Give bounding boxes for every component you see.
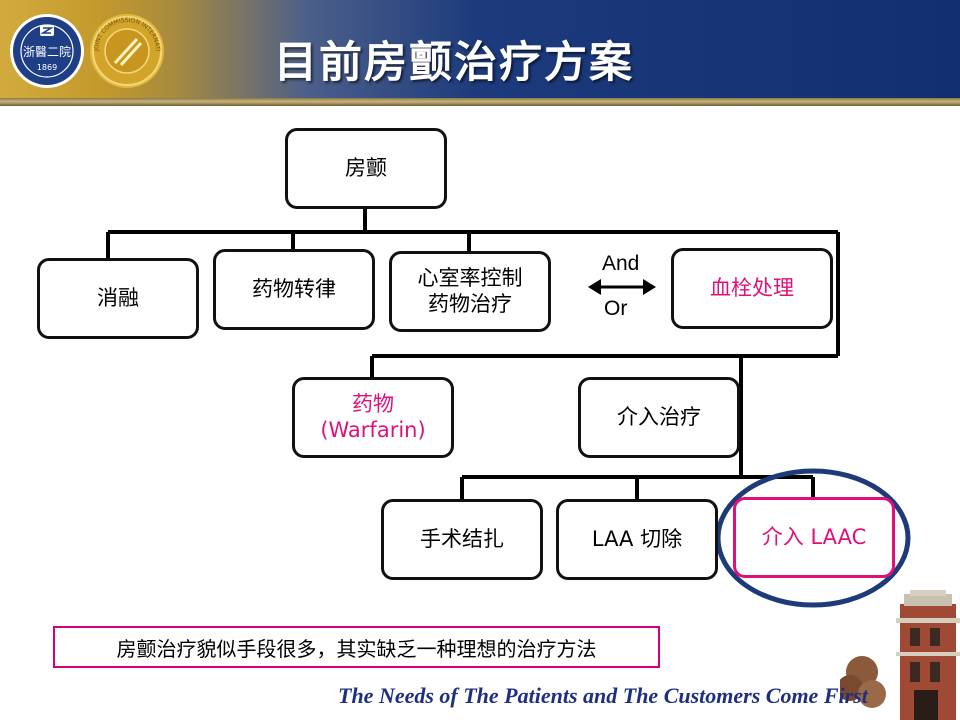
node-laac: 介入 LAAC xyxy=(733,497,895,578)
node-label-line1: 心室率控制 xyxy=(417,266,523,291)
page-title: 目前房颤治疗方案 xyxy=(274,38,634,88)
node-label: 消融 xyxy=(97,285,139,310)
node-label: 介入治疗 xyxy=(617,404,701,429)
or-label: Or xyxy=(604,297,628,320)
node-label: 手术结扎 xyxy=(420,526,504,551)
double-arrow-icon xyxy=(588,279,656,295)
node-label-line2: 药物治疗 xyxy=(428,291,512,316)
node-surgical-ligation: 手术结扎 xyxy=(381,499,543,580)
slogan-text: The Needs of The Patients and The Custom… xyxy=(338,683,868,708)
and-label: And xyxy=(602,252,640,275)
building-illustration xyxy=(840,590,960,720)
node-laa-excision: LAA 切除 xyxy=(556,499,718,580)
node-drug-cardioversion: 药物转律 xyxy=(213,249,375,330)
node-interventional: 介入治疗 xyxy=(578,377,740,458)
node-label: 介入 LAAC xyxy=(761,524,867,549)
hospital-logo-icon: 浙醫二院 1869 xyxy=(10,14,84,88)
node-label: 房颤 xyxy=(345,155,387,180)
node-thrombus-management: 血栓处理 xyxy=(671,248,833,329)
hospital-logo-year: 1869 xyxy=(37,63,57,72)
node-drug-warfarin: 药物 (Warfarin) xyxy=(292,377,454,458)
hospital-logo-text: 浙醫二院 xyxy=(23,45,71,59)
tree-icon xyxy=(840,656,886,708)
node-atrial-fibrillation: 房颤 xyxy=(285,128,447,209)
node-label: LAA 切除 xyxy=(591,526,683,551)
jci-seal-icon: JOINT COMMISSION INTERNATIONAL · QUALITY… xyxy=(88,12,164,88)
node-rate-control: 心室率控制 药物治疗 xyxy=(389,251,551,332)
node-label: 药物转律 xyxy=(252,276,336,301)
header-divider xyxy=(0,98,960,106)
summary-note: 房颤治疗貌似手段很多，其实缺乏一种理想的治疗方法 xyxy=(53,626,660,668)
node-ablation: 消融 xyxy=(37,258,199,339)
highlight-ring xyxy=(715,468,911,608)
node-label: 血栓处理 xyxy=(710,275,794,300)
node-label-line1: 药物 xyxy=(352,392,394,417)
node-label-line2: (Warfarin) xyxy=(320,417,426,442)
